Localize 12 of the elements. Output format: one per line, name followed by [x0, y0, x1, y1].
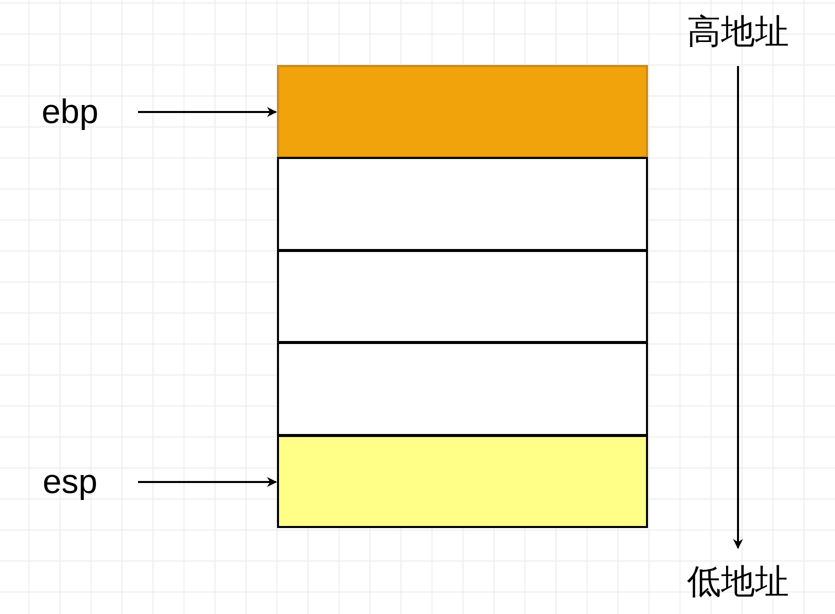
address-label: 高地址 [687, 15, 789, 49]
stack-slot [277, 435, 648, 528]
arrow [733, 66, 743, 549]
stack-slot [277, 65, 648, 158]
stack-slot [277, 157, 648, 251]
address-label: 低地址 [687, 565, 789, 599]
stack-slot [277, 250, 648, 343]
stack-slot [277, 342, 648, 436]
register-label: ebp [42, 95, 98, 129]
register-label: esp [42, 465, 98, 499]
arrow [138, 107, 277, 117]
arrow [138, 477, 277, 487]
